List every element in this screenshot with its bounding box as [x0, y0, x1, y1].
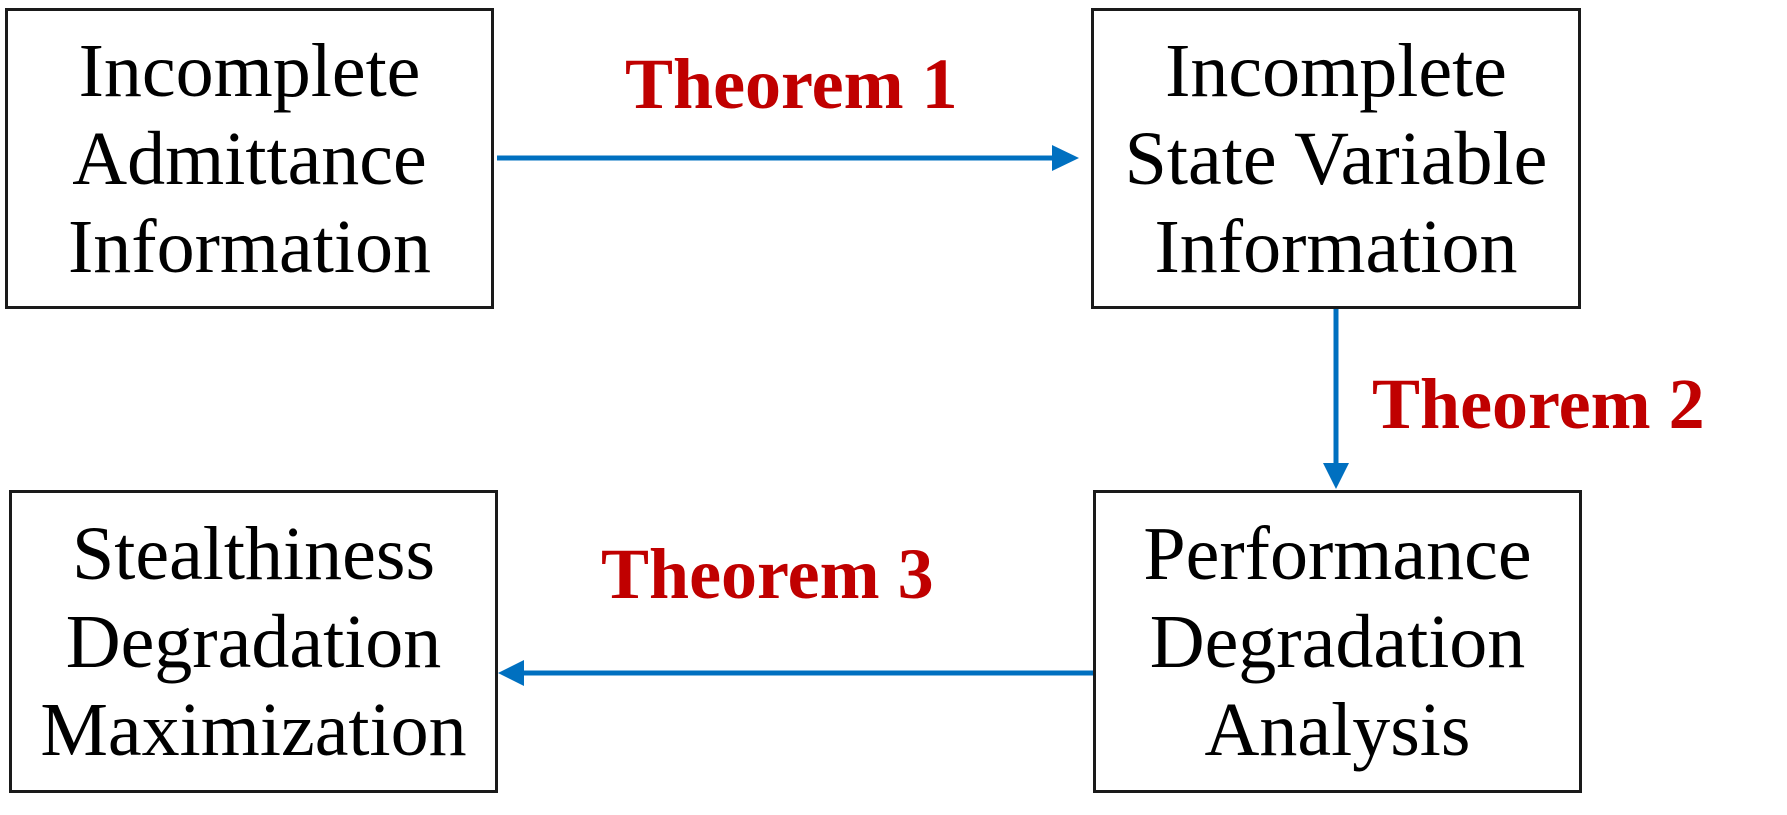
box-incomplete-admittance-information: Incomplete Admittance Information — [5, 8, 494, 309]
box-text-line: Stealthiness — [71, 511, 436, 596]
box-performance-degradation-analysis: Performance Degradation Analysis — [1093, 490, 1582, 793]
box-text-line: Admittance — [72, 116, 427, 201]
arrow-theorem-3 — [498, 660, 1094, 686]
box-text-line: Degradation — [1149, 599, 1526, 684]
arrow-theorem-2 — [1323, 308, 1349, 489]
box-stealthiness-degradation-maximization: Stealthiness Degradation Maximization — [9, 490, 498, 793]
label-theorem-3: Theorem 3 — [601, 534, 934, 614]
box-text-line: Information — [67, 204, 431, 289]
box-text-line: Incomplete — [78, 28, 421, 113]
box-text-line: Incomplete — [1165, 28, 1507, 113]
label-theorem-1: Theorem 1 — [625, 44, 958, 124]
box-text-line: Maximization — [40, 687, 467, 772]
box-text-line: Performance — [1143, 511, 1532, 596]
box-text-line: Information — [1154, 204, 1518, 289]
label-theorem-2: Theorem 2 — [1372, 364, 1705, 444]
box-text-line: State Variable — [1124, 116, 1548, 201]
arrow-theorem-1 — [497, 145, 1079, 171]
box-incomplete-state-variable-information: Incomplete State Variable Information — [1091, 8, 1581, 309]
box-text-line: Analysis — [1204, 687, 1471, 772]
box-text-line: Degradation — [65, 599, 442, 684]
